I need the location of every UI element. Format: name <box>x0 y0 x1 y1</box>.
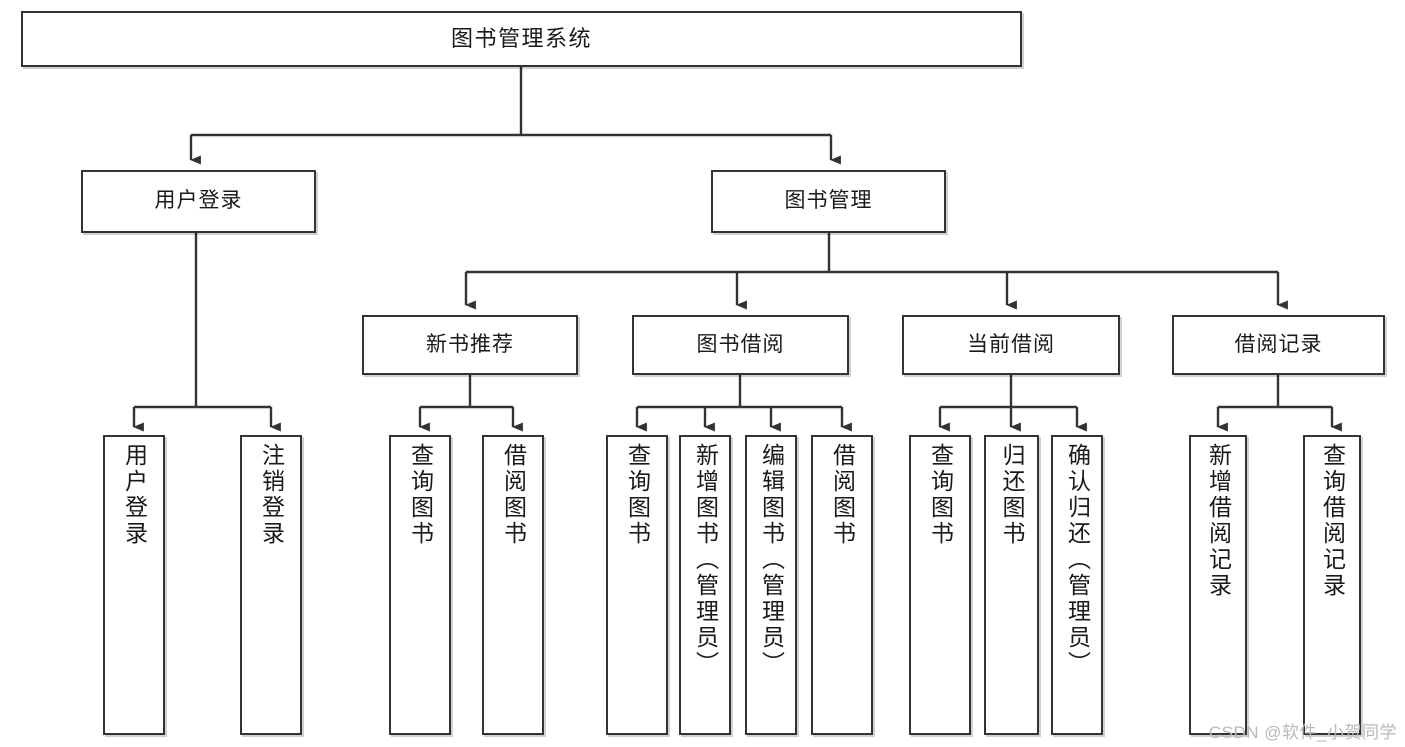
leaf-confirm-return-admin-label: 确认归还（管理员） <box>1064 443 1091 677</box>
leaf-query-book-current-label: 查询图书 <box>927 443 954 547</box>
node-user-login-label: 用户登录 <box>154 189 243 213</box>
node-user-login[interactable]: 用户登录 <box>81 170 316 233</box>
node-borrow-records-label: 借阅记录 <box>1234 332 1323 356</box>
leaf-borrow-book-label: 借阅图书 <box>829 443 856 547</box>
leaf-edit-book-admin-label: 编辑图书（管理员） <box>758 443 785 677</box>
leaf-query-borrow-record[interactable]: 查询借阅记录 <box>1303 435 1361 735</box>
node-current-borrow-label: 当前借阅 <box>967 332 1055 356</box>
node-new-book-recommend[interactable]: 新书推荐 <box>362 315 578 375</box>
csdn-watermark: CSDN @软件_小贺同学 <box>1208 723 1397 742</box>
node-book-management-label: 图书管理 <box>784 189 873 213</box>
node-new-book-recommend-label: 新书推荐 <box>426 332 514 356</box>
leaf-borrow-book-recommend-label: 借阅图书 <box>500 443 527 547</box>
leaf-return-book[interactable]: 归还图书 <box>984 435 1039 735</box>
leaf-return-book-label: 归还图书 <box>999 443 1025 547</box>
leaf-borrow-book[interactable]: 借阅图书 <box>811 435 873 735</box>
node-borrow-records[interactable]: 借阅记录 <box>1172 315 1385 375</box>
leaf-user-login[interactable]: 用户登录 <box>103 435 165 735</box>
node-book-borrow[interactable]: 图书借阅 <box>632 315 849 375</box>
leaf-query-book-current[interactable]: 查询图书 <box>909 435 971 735</box>
leaf-add-book-admin[interactable]: 新增图书（管理员） <box>679 435 731 735</box>
node-book-management[interactable]: 图书管理 <box>711 170 946 233</box>
leaf-borrow-book-recommend[interactable]: 借阅图书 <box>482 435 544 735</box>
leaf-add-book-admin-label: 新增图书（管理员） <box>692 443 719 677</box>
leaf-edit-book-admin[interactable]: 编辑图书（管理员） <box>745 435 797 735</box>
leaf-query-book-borrow[interactable]: 查询图书 <box>606 435 668 735</box>
node-current-borrow[interactable]: 当前借阅 <box>902 315 1120 375</box>
leaf-query-book-borrow-label: 查询图书 <box>624 443 651 547</box>
leaf-query-book-recommend-label: 查询图书 <box>407 443 434 547</box>
node-book-borrow-label: 图书借阅 <box>696 332 785 356</box>
node-root-label: 图书管理系统 <box>450 26 592 52</box>
leaf-query-borrow-record-label: 查询借阅记录 <box>1319 443 1346 599</box>
node-root[interactable]: 图书管理系统 <box>21 11 1022 67</box>
leaf-user-login-label: 用户登录 <box>121 443 148 547</box>
leaf-add-borrow-record-label: 新增借阅记录 <box>1205 443 1232 599</box>
leaf-logout[interactable]: 注销登录 <box>240 435 302 735</box>
leaf-logout-label: 注销登录 <box>258 443 285 547</box>
leaf-query-book-recommend[interactable]: 查询图书 <box>389 435 451 735</box>
leaf-add-borrow-record[interactable]: 新增借阅记录 <box>1189 435 1247 735</box>
leaf-confirm-return-admin[interactable]: 确认归还（管理员） <box>1051 435 1103 735</box>
